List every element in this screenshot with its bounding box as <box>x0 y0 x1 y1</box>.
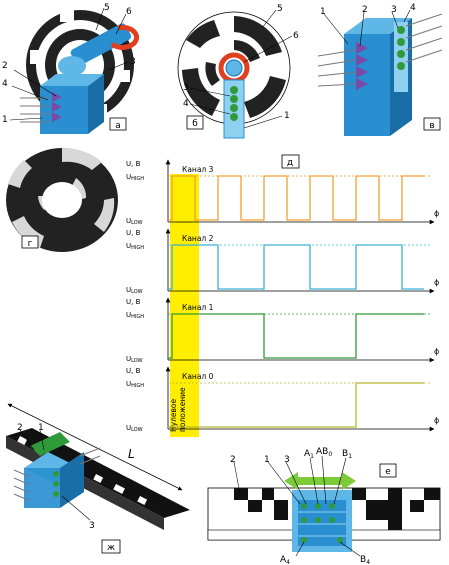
channel-3-waveform <box>168 382 424 428</box>
zero-position-band <box>170 174 199 437</box>
channel-3-uhigh: UHIGH <box>126 380 144 389</box>
callout-3-e: 3 <box>284 455 290 465</box>
callout-5-b: 5 <box>277 4 283 14</box>
panel-v-sensor-block: 1 2 3 4 в <box>317 3 443 136</box>
callout-6-b: 6 <box>293 31 299 41</box>
zero-label-2: положение <box>178 387 187 432</box>
panel-e-scale-front: 2 1 3 A1 AB0 B1 A4 B4 е <box>207 447 441 565</box>
callout-2-a: 2 <box>2 61 8 71</box>
callout-1-e: 1 <box>264 455 270 465</box>
panel-label-b: б <box>192 119 198 129</box>
channel-1-ulow: ULOW <box>126 286 143 295</box>
channel-2-name: Канал 1 <box>182 303 214 312</box>
callout-2-zh: 2 <box>17 423 23 433</box>
panel-g-code-disk: г <box>6 147 118 252</box>
channel-1-name: Канал 2 <box>182 234 214 243</box>
callout-1-zh: 1 <box>38 423 44 433</box>
channel-1-ylabel: U, В <box>126 229 141 237</box>
panel-zh-linear-encoder: L <box>6 403 190 554</box>
callout-4-a: 4 <box>2 79 8 89</box>
panel-d-waveforms: Нулевое положение д U, ВUHIGHULOWϕКанал … <box>126 154 439 437</box>
shaft-b <box>225 59 243 77</box>
channel-3-ylabel: U, В <box>126 367 141 375</box>
length-dimension <box>7 403 183 491</box>
channel-3-xlabel: ϕ <box>434 416 439 425</box>
channel-0-name: Канал 3 <box>182 165 214 174</box>
label-a1: A1 <box>304 449 314 460</box>
panel-label-a: а <box>115 121 121 131</box>
label-b4: B4 <box>360 555 370 565</box>
label-b1: B1 <box>342 449 352 460</box>
rotation-arrow-a <box>110 24 140 50</box>
channel-3-name: Канал 0 <box>182 372 214 381</box>
length-label: L <box>128 447 135 461</box>
callout-3-a: 3 <box>130 57 136 67</box>
callout-2-e: 2 <box>230 455 236 465</box>
emitter-leds-a <box>52 92 62 122</box>
channel-0-ulow: ULOW <box>126 217 143 226</box>
panel-a-rotary-encoder: 2 4 1 5 6 3 а <box>2 3 140 134</box>
panel-label-v: в <box>429 121 434 131</box>
sensor-housing-v <box>344 34 390 136</box>
channel-0-waveform <box>168 175 424 221</box>
sensor-block-a <box>40 86 88 134</box>
panel-label-d: д <box>287 158 293 168</box>
callout-4-v: 4 <box>410 3 416 13</box>
channel-3-ulow: ULOW <box>126 424 143 433</box>
channel-0-ylabel: U, В <box>126 160 141 168</box>
channel-1-waveform <box>168 244 424 290</box>
callout-6-a: 6 <box>126 7 132 17</box>
panel-b-front-view: 5 6 3 4 1 б <box>177 4 299 139</box>
photodiode-column-v <box>397 26 405 70</box>
callout-1-b: 1 <box>284 111 290 121</box>
label-a4: A4 <box>280 555 290 565</box>
channel-2-uhigh: UHIGH <box>126 311 144 320</box>
callout-3-v: 3 <box>391 5 397 15</box>
callout-1-v: 1 <box>320 7 326 17</box>
motion-arrow-e <box>284 472 356 490</box>
sensor-dots-b <box>230 86 238 121</box>
panel-label-zh: ж <box>107 543 115 553</box>
channel-1-uhigh: UHIGH <box>126 242 144 251</box>
channel-2-waveform <box>168 313 424 359</box>
channel-0-xlabel: ϕ <box>434 209 439 218</box>
channel-2-xlabel: ϕ <box>434 347 439 356</box>
callout-2-v: 2 <box>362 5 368 15</box>
label-ab0: AB0 <box>316 447 332 458</box>
callout-3-zh: 3 <box>89 521 95 531</box>
panel-label-e: е <box>385 467 391 477</box>
callout-3-b: 3 <box>183 83 189 93</box>
callout-4-b: 4 <box>183 99 189 109</box>
channel-1-xlabel: ϕ <box>434 278 439 287</box>
callout-1-a: 1 <box>2 115 8 125</box>
panel-label-g: г <box>28 239 33 249</box>
channel-2-ylabel: U, В <box>126 298 141 306</box>
led-column-v <box>356 42 368 90</box>
channel-2-ulow: ULOW <box>126 355 143 364</box>
callout-5-a: 5 <box>104 3 110 13</box>
channel-0-uhigh: UHIGH <box>126 173 144 182</box>
